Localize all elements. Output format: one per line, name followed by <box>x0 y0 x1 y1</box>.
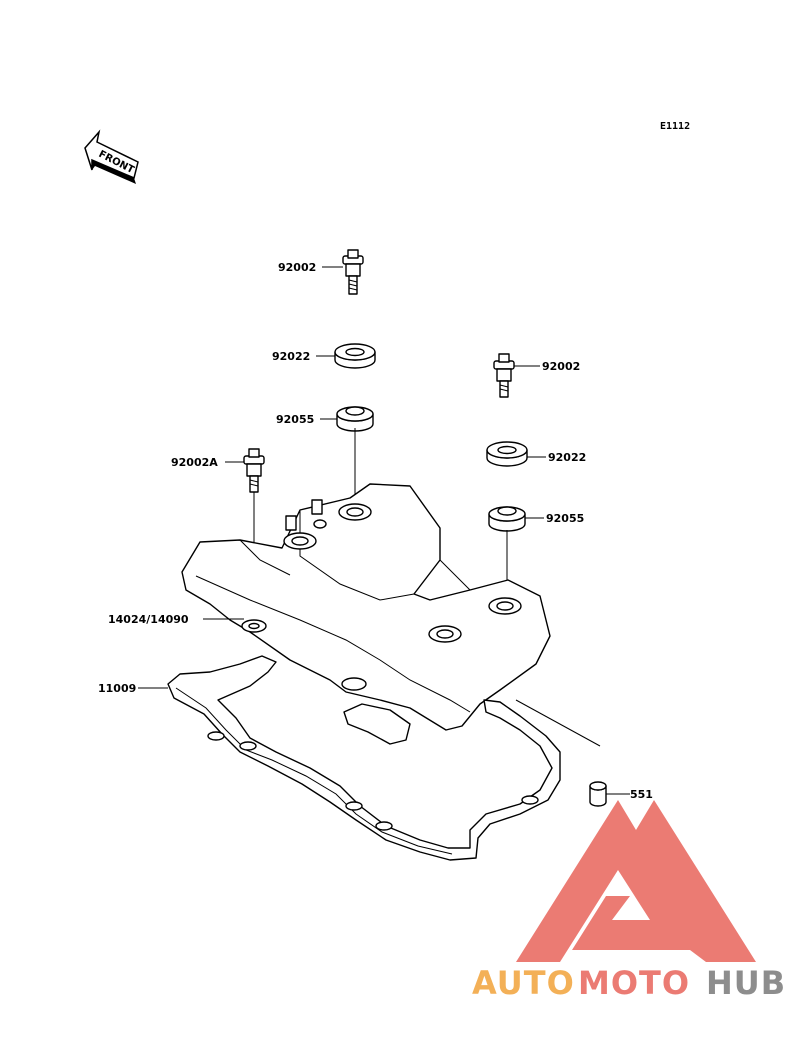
callout-14024-14090: 14024/14090 <box>108 613 189 626</box>
callout-92022-right: 92022 <box>548 451 586 464</box>
callout-92055-right: 92055 <box>546 512 584 525</box>
callout-551: 551 <box>630 788 653 801</box>
cylinder-head-cover <box>181 483 551 731</box>
diagram-code: E1112 <box>660 121 690 132</box>
brand-moto: MOTO <box>578 964 690 1002</box>
callout-92002-right: 92002 <box>542 360 580 373</box>
bolt-92002-right <box>493 353 515 398</box>
bolt-92002A <box>243 448 265 493</box>
callout-92022-left: 92022 <box>272 350 310 363</box>
automotohub-logo: AUTO MOTO HUB <box>472 800 786 1002</box>
brand-auto: AUTO <box>472 964 575 1002</box>
callout-92002-left: 92002 <box>278 261 316 274</box>
callout-92055-left: 92055 <box>276 413 314 426</box>
front-arrow-icon: FRONT <box>84 129 139 184</box>
callout-11009: 11009 <box>98 682 136 695</box>
gasket-11009 <box>167 655 561 861</box>
callout-92002A: 92002A <box>171 456 218 469</box>
washer-92022-left <box>334 343 376 369</box>
washer-92022-right <box>486 441 528 467</box>
bolt-92002-left <box>342 249 364 295</box>
dowel-pin-551 <box>589 781 607 807</box>
grommet-92055-right <box>488 506 526 532</box>
grommet-92055-left <box>336 406 374 432</box>
brand-hub: HUB <box>706 964 786 1002</box>
leader-line <box>515 699 601 747</box>
